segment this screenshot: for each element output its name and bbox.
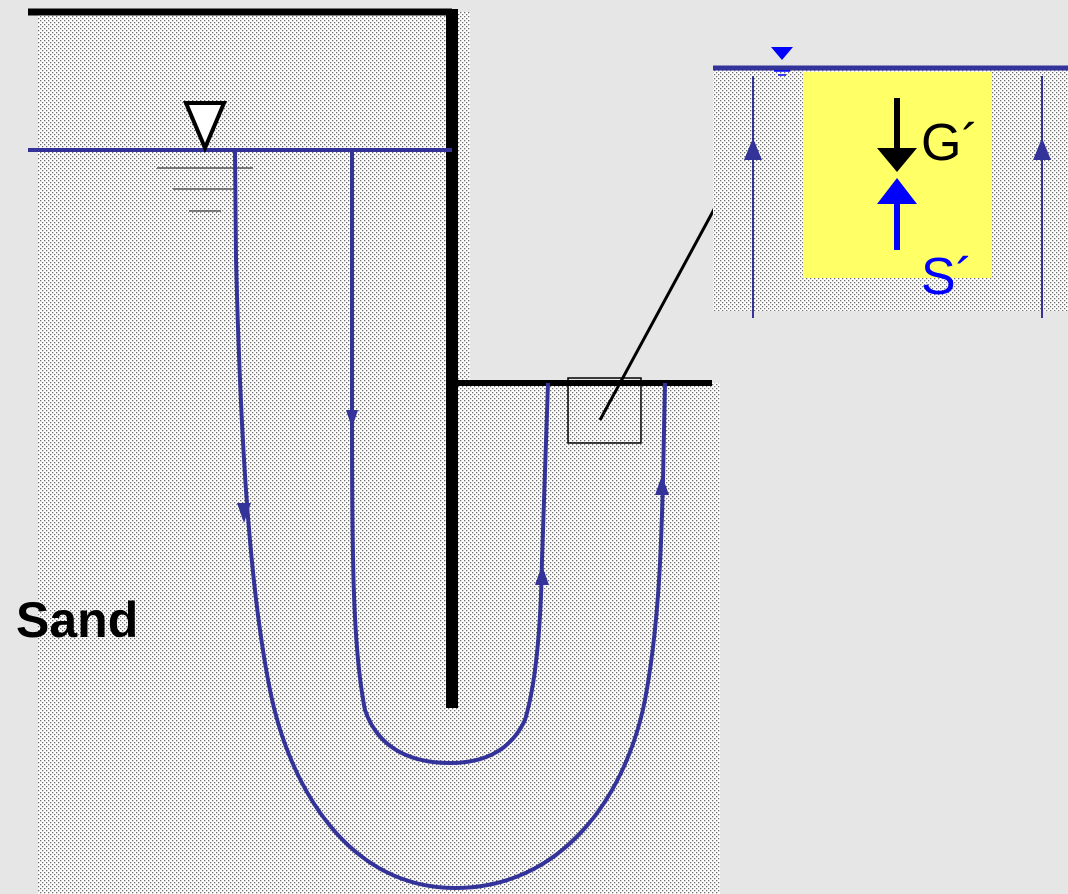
seepage-force-label: S´ (921, 248, 973, 306)
flow-arrow-down-icon (346, 410, 358, 428)
soil-type-label: Sand (16, 592, 138, 648)
water-level-marker-icon (182, 101, 228, 154)
flow-arrow-up-icon (655, 475, 669, 495)
detail-inset: G´ S´ (713, 47, 1068, 318)
sand-soil-region (38, 12, 720, 894)
weight-force-label: G´ (921, 114, 979, 172)
flow-line-inner (350, 152, 550, 766)
flow-arrow-up-icon (744, 138, 762, 160)
seepage-force-arrowhead-icon (877, 178, 917, 204)
flow-line-outer (233, 149, 667, 891)
flow-arrow-up-icon (535, 565, 549, 585)
flow-arrow-down-icon (237, 503, 251, 523)
zoom-indicator-box (567, 377, 642, 444)
detail-water-level-marker-icon (771, 47, 793, 60)
flow-arrow-up-icon (1033, 138, 1051, 160)
weight-force-arrowhead-icon (877, 148, 917, 172)
